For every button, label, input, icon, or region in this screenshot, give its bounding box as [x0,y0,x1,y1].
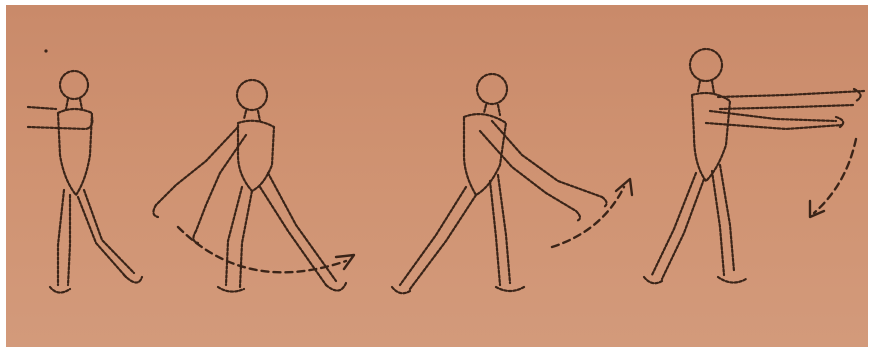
figure-3-hands [576,197,607,221]
figure-1-head [60,71,88,99]
illustration-sheet [6,5,868,347]
figure-4-head [690,49,722,81]
figure-3-right-leg [490,175,510,285]
figure-4-swing-arrow [814,139,856,213]
figure-arms-forward [644,49,864,283]
figure-1-right-foot [124,275,142,283]
figure-1-left-leg [58,190,70,285]
figure-arms-back [392,74,632,293]
figure-4-hands [836,89,861,127]
figure-2-torso [238,121,274,191]
figure-arms-down [153,80,354,292]
figure-2-neck [244,111,260,121]
figure-4-left-foot [644,277,662,283]
figure-3-left-leg [400,187,476,289]
figure-4-arrowhead-icon [810,201,824,217]
figure-3-head [477,74,507,104]
figure-4-right-foot [718,277,746,283]
figure-2-right-foot [326,283,346,291]
figure-1-torso [58,109,92,195]
figure-3-neck [484,105,500,115]
figure-4-torso [692,93,730,181]
exercise-illustration [6,5,868,347]
figure-4-neck [698,81,714,93]
figure-4-left-leg [652,173,704,279]
figure-2-left-leg [226,187,252,287]
figure-2-head [237,80,267,110]
figure-standing [28,49,142,292]
figure-1-neck [66,99,82,109]
figure-1-left-foot [50,287,70,293]
figure-3-arms [480,121,602,211]
figure-2-arms [156,127,246,231]
figure-3-right-foot [496,287,524,291]
figure-3-left-foot [392,287,410,293]
figure-4-right-leg [712,165,734,275]
figure-3-swing-arrow [552,187,624,247]
figure-2-hands [153,205,198,243]
figure-1-right-leg [78,190,134,277]
figure-3-torso [464,114,506,195]
figure-2-swing-arrow [178,227,346,272]
figure-1-mark [44,49,47,52]
